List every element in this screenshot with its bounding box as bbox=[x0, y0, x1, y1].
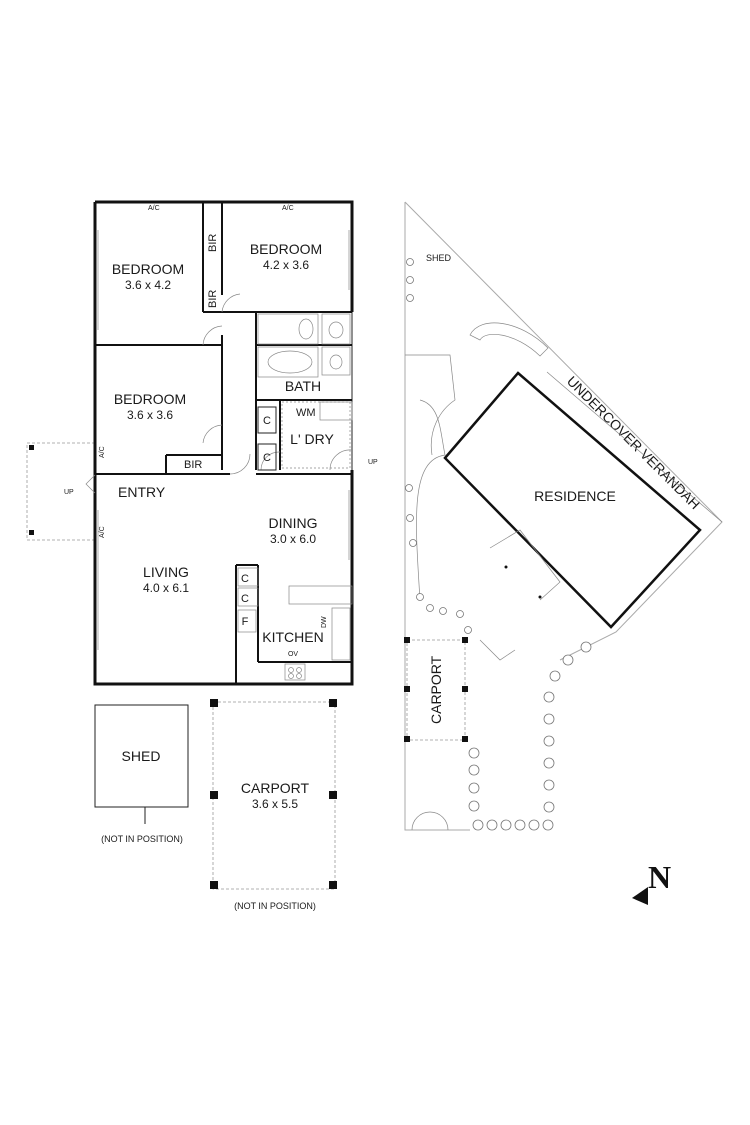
living-name: LIVING bbox=[143, 564, 189, 580]
dishwasher-label: DW bbox=[321, 616, 328, 628]
bir-label-2: BIR bbox=[207, 290, 219, 308]
north-arrow-icon bbox=[632, 887, 648, 905]
up-label-laundry: UP bbox=[368, 459, 378, 466]
cupboard-label-2: C bbox=[263, 452, 271, 464]
entry-name: ENTRY bbox=[118, 484, 166, 500]
site-plan: SHED RESIDENCE UNDERCOVER VERANDAH CARPO… bbox=[404, 201, 723, 831]
carport-note: (NOT IN POSITION) bbox=[234, 901, 316, 911]
kitchen-cupboard-1: C bbox=[241, 573, 249, 585]
carport-name: CARPORT bbox=[241, 780, 310, 796]
kitchen-cupboard-2: C bbox=[241, 593, 249, 605]
shed-name: SHED bbox=[122, 748, 161, 764]
lot-boundary bbox=[404, 201, 723, 831]
shed-detached: SHED (NOT IN POSITION) bbox=[94, 704, 189, 844]
shed-note: (NOT IN POSITION) bbox=[101, 834, 183, 844]
dining-size: 3.0 x 6.0 bbox=[270, 532, 316, 546]
residence-label: RESIDENCE bbox=[534, 488, 616, 504]
kitchen-fixtures bbox=[237, 567, 353, 681]
house-floorplan: A/C A/C A/C A/C BIR BIR BIR BEDROOM 3.6 … bbox=[26, 200, 378, 686]
exterior-walls bbox=[93, 200, 354, 686]
fridge-label: F bbox=[242, 616, 249, 628]
interior-walls bbox=[95, 202, 352, 684]
dining-name: DINING bbox=[269, 515, 318, 531]
site-carport-label: CARPORT bbox=[428, 655, 444, 724]
bedroom3-name: BEDROOM bbox=[114, 391, 186, 407]
bedroom2-size: 4.2 x 3.6 bbox=[263, 258, 309, 272]
residence-outline bbox=[443, 371, 702, 629]
shrubs bbox=[405, 258, 592, 831]
ac-label-bedroom1: A/C bbox=[148, 205, 160, 212]
bedroom1-name: BEDROOM bbox=[112, 261, 184, 277]
cupboard-label-1: C bbox=[263, 415, 271, 427]
entry-porch bbox=[26, 442, 96, 541]
oven-label: OV bbox=[288, 651, 298, 658]
ac-label-living: A/C bbox=[99, 526, 106, 538]
laundry-name: L' DRY bbox=[290, 431, 334, 447]
bedroom1-size: 3.6 x 4.2 bbox=[125, 278, 171, 292]
carport-size: 3.6 x 5.5 bbox=[252, 797, 298, 811]
site-shed-label: SHED bbox=[426, 253, 452, 263]
wm-label: WM bbox=[296, 407, 316, 419]
bir-label-3: BIR bbox=[184, 459, 202, 471]
door-swings bbox=[85, 293, 353, 494]
bir-label-1: BIR bbox=[207, 234, 219, 252]
ac-label-bedroom2: A/C bbox=[282, 205, 294, 212]
bathroom-fixtures bbox=[257, 313, 353, 469]
living-size: 4.0 x 6.1 bbox=[143, 581, 189, 595]
bedroom2-name: BEDROOM bbox=[250, 241, 322, 257]
up-label-entry: UP bbox=[64, 489, 74, 496]
compass-label: N bbox=[648, 859, 671, 895]
north-compass: N bbox=[632, 859, 671, 905]
kitchen-name: KITCHEN bbox=[262, 629, 323, 645]
bedroom3-size: 3.6 x 3.6 bbox=[127, 408, 173, 422]
bath-name: BATH bbox=[285, 378, 321, 394]
carport-detached: CARPORT 3.6 x 5.5 (NOT IN POSITION) bbox=[210, 699, 337, 911]
ac-label-bedroom3: A/C bbox=[99, 446, 106, 458]
